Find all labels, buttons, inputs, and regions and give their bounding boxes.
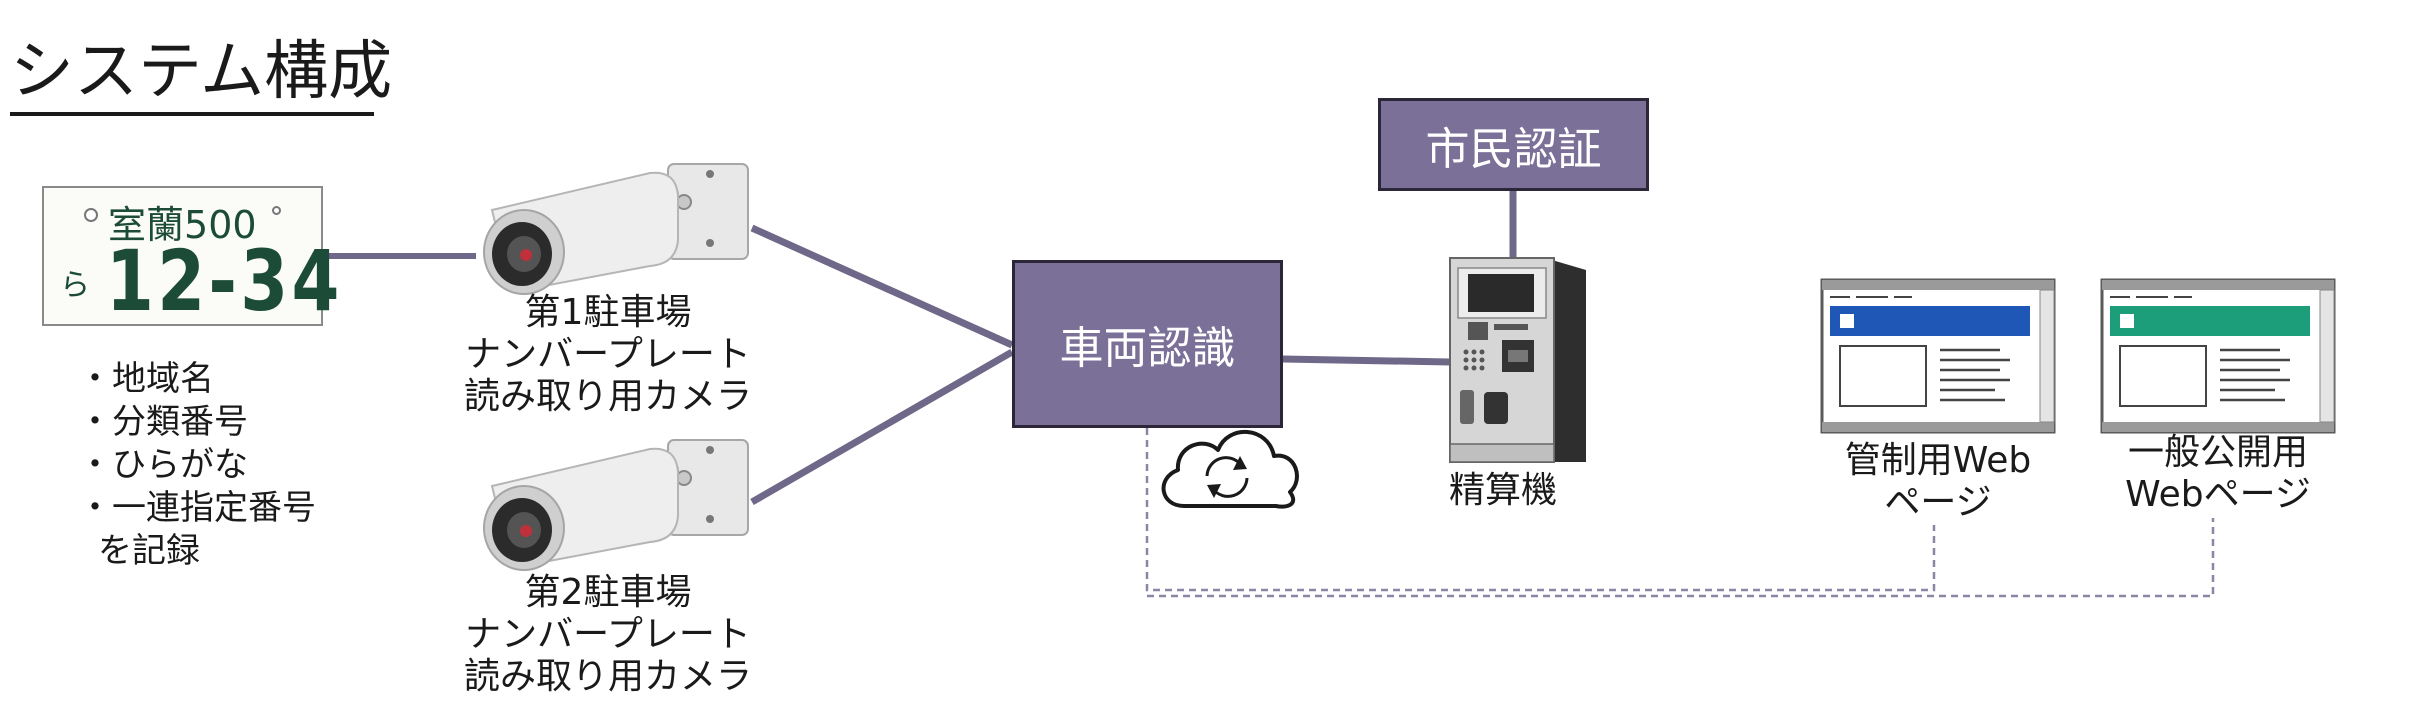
connector-camera2-recognition <box>750 348 1014 506</box>
plate-upper-row: 室蘭500 <box>108 194 257 249</box>
vehicle-recognition-box: 車両認識 <box>1012 260 1283 428</box>
browser-window-icon <box>1820 278 2056 434</box>
camera1-label: 第1駐車場 ナンバープレート 読み取り用カメラ <box>438 292 778 418</box>
camera1-label-line: ナンバープレート <box>465 334 751 375</box>
title-underline <box>10 112 374 116</box>
list-item: ・地域名 <box>78 359 214 399</box>
page-title: システム構成 <box>10 35 393 109</box>
camera1-label-line: 読み取り用カメラ <box>463 376 752 417</box>
security-camera-icon <box>483 163 749 295</box>
plate-bolt-icon <box>84 208 98 222</box>
admin-web-label: 管制用Web ページ <box>1808 440 2068 524</box>
connector-camera1-recognition <box>750 224 1014 349</box>
camera2-label-line: 読み取り用カメラ <box>463 656 752 697</box>
plate-notes-list: ・地域名 ・分類番号 ・ひらがな ・一連指定番号 を記録 <box>78 358 316 573</box>
list-item: ・一連指定番号 <box>78 488 316 528</box>
camera2-label-line: ナンバープレート <box>465 614 751 655</box>
payment-kiosk-icon <box>1449 257 1586 463</box>
vehicle-recognition-label: 車両認識 <box>1059 323 1236 374</box>
connector-recognition-kiosk <box>1282 355 1451 366</box>
plate-class-number: 500 <box>184 203 257 247</box>
list-item: ・ひらがな <box>78 445 248 485</box>
cloud-sync-icon <box>1161 430 1299 509</box>
camera2-label: 第2駐車場 ナンバープレート 読み取り用カメラ <box>438 572 778 698</box>
plate-bolt-icon <box>272 206 281 215</box>
list-item: ・分類番号 <box>78 402 248 442</box>
license-plate: 室蘭500 ら 12-34 <box>42 186 339 330</box>
camera1-label-line: 第1駐車場 <box>524 292 692 333</box>
network-dashed-lines <box>1145 428 2215 598</box>
admin-web-label-line: ページ <box>1884 482 1992 523</box>
admin-web-label-line: 管制用Web <box>1844 440 2032 481</box>
citizen-auth-label: 市民認証 <box>1425 123 1602 175</box>
browser-window-icon <box>2100 278 2336 434</box>
public-web-label-line: Webページ <box>2125 474 2311 515</box>
camera2-label-line: 第2駐車場 <box>524 572 692 613</box>
plate-region: 室蘭 <box>108 203 185 247</box>
plate-serial: 12-34 <box>106 232 343 330</box>
plate-hiragana: ら <box>60 268 90 303</box>
security-camera-icon <box>483 439 749 571</box>
public-web-label: 一般公開用 Webページ <box>2088 432 2348 516</box>
citizen-auth-box: 市民認証 <box>1378 98 1649 191</box>
public-web-label-line: 一般公開用 <box>2127 432 2308 473</box>
list-item: を記録 <box>98 531 200 571</box>
payment-machine-label: 精算機 <box>1448 470 1557 511</box>
